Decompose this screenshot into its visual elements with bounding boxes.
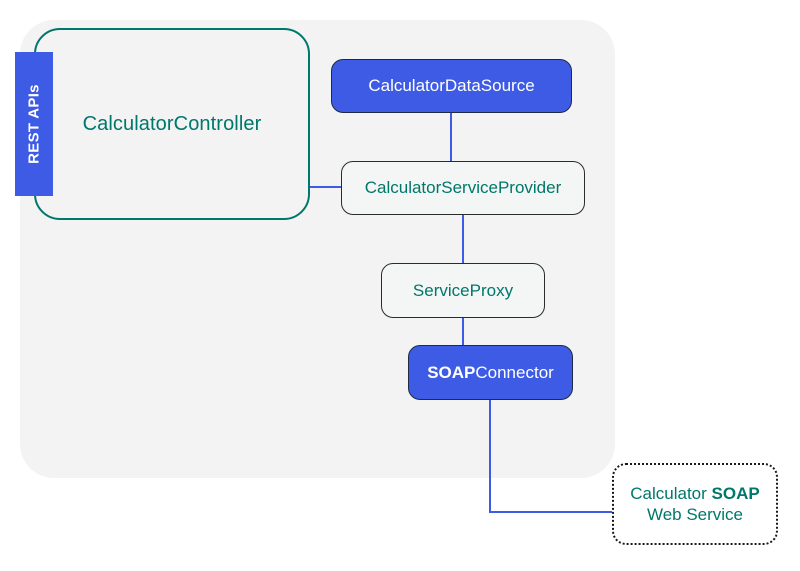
node-soap-connector-label: SOAPConnector — [427, 362, 554, 383]
rest-apis-tag[interactable]: REST APIs — [15, 52, 53, 196]
node-soap-connector-label-bold: SOAP — [427, 362, 476, 382]
node-calculator-soap-web-service-label: Calculator SOAP Web Service — [630, 483, 759, 526]
link-datasource-to-provider — [450, 112, 452, 162]
web-service-label-line1-bold: SOAP — [711, 483, 760, 503]
node-calculator-soap-web-service[interactable]: Calculator SOAP Web Service — [612, 463, 778, 545]
calculator-controller-label: CalculatorController — [82, 112, 262, 135]
link-provider-to-serviceproxy — [462, 214, 464, 264]
link-serviceproxy-to-soapconnector — [462, 317, 464, 346]
link-controller-to-provider — [310, 186, 342, 188]
node-soap-connector-label-rest: Connector — [475, 362, 554, 382]
node-calculator-data-source[interactable]: CalculatorDataSource — [331, 59, 572, 113]
node-service-proxy[interactable]: ServiceProxy — [381, 263, 545, 318]
node-service-proxy-label: ServiceProxy — [412, 280, 514, 300]
node-calculator-service-provider[interactable]: CalculatorServiceProvider — [341, 161, 585, 215]
calculator-controller-group[interactable]: CalculatorController — [34, 28, 310, 220]
web-service-label-line1-prefix: Calculator — [630, 483, 712, 503]
rest-apis-label: REST APIs — [25, 84, 43, 164]
link-soapconnector-to-webservice-vertical — [489, 399, 491, 512]
link-soapconnector-to-webservice-horizontal — [489, 511, 613, 513]
node-calculator-service-provider-label: CalculatorServiceProvider — [364, 178, 562, 198]
node-soap-connector[interactable]: SOAPConnector — [408, 345, 573, 400]
node-calculator-data-source-label: CalculatorDataSource — [368, 76, 535, 96]
web-service-label-line2: Web Service — [646, 505, 744, 524]
